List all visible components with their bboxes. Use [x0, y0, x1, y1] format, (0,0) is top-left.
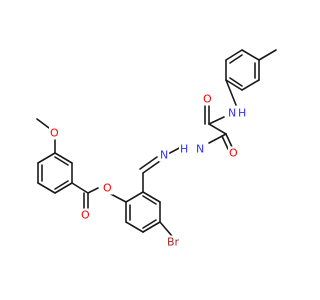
- atom-O-ester: O: [103, 182, 112, 195]
- label-background: [227, 106, 238, 120]
- atom-O-oxalyl-right: O: [229, 147, 238, 160]
- label-background: [159, 148, 170, 162]
- atom-labels: O O O O O N H N N H Br: [49, 92, 248, 249]
- atom-N-imine: N: [160, 149, 168, 162]
- label-background: [237, 106, 248, 120]
- label-background: [195, 142, 206, 156]
- molecule-structure: O O O O O N H N N H Br: [36, 49, 277, 249]
- label-background: [80, 208, 91, 222]
- label-background: [202, 92, 213, 106]
- label-background: [49, 126, 60, 140]
- label-background: [228, 146, 239, 160]
- atom-N-amide: N: [228, 107, 236, 120]
- atom-O-methoxy: O: [50, 127, 59, 140]
- label-background: [166, 235, 181, 249]
- atom-H-amide: H: [238, 107, 246, 120]
- atom-O-oxalyl-top: O: [203, 93, 212, 106]
- label-background: [102, 181, 113, 195]
- label-background: [179, 142, 190, 156]
- atom-O-carbonyl-ester: O: [81, 209, 90, 222]
- bonds: [36, 49, 277, 237]
- atom-Br: Br: [167, 236, 180, 249]
- atom-H-hydrazide: H: [180, 143, 188, 156]
- atom-N-hydrazide: N: [196, 143, 204, 156]
